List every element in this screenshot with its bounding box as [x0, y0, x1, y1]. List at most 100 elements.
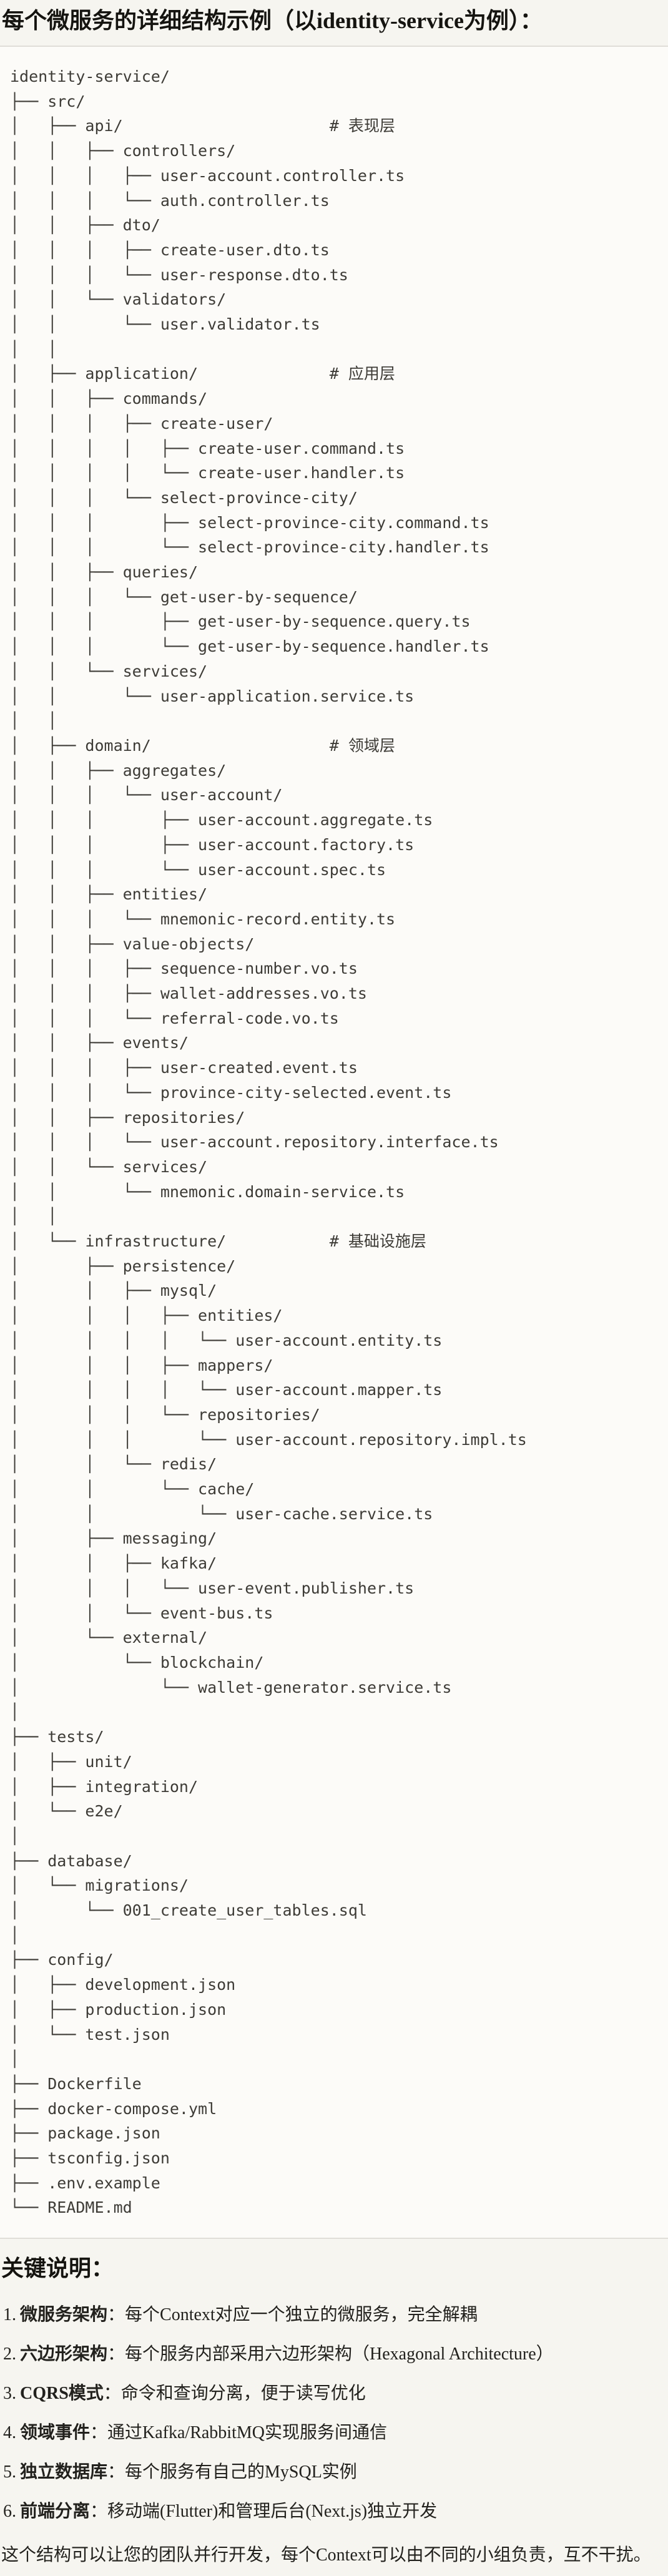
key-notes-heading: 关键说明：: [1, 2256, 114, 2281]
tree-line: │ │ └── cache/: [10, 1480, 255, 1499]
tree-line: │ ├── application/ # 应用层: [10, 365, 395, 383]
tree-line: │ │ │ ├── user-account.factory.ts: [10, 835, 415, 854]
tree-line: │ │ │ ├── user-account.controller.ts: [10, 166, 405, 185]
tree-line: │ │ │ ├── user-created.event.ts: [10, 1059, 358, 1077]
tree-line: │ ├── api/ # 表现层: [10, 117, 395, 135]
tree-line: │ │ │ └── select-province-city/: [10, 488, 358, 507]
tree-line: ├── package.json: [10, 2124, 160, 2143]
list-item-desc: ：每个服务有自己的MySQL实例: [107, 2462, 357, 2482]
tree-line: │ │ │ └── get-user-by-sequence/: [10, 587, 358, 606]
list-item: 4.领域事件：通过Kafka/RabbitMQ实现服务间通信: [3, 2419, 662, 2447]
tree-line: │ │ │ └── user-account.repository.impl.t…: [10, 1430, 527, 1449]
tree-line: │ └── test.json: [10, 2025, 170, 2044]
list-item-number: 1.: [3, 2305, 16, 2325]
tree-line: │ │ ├── commands/: [10, 389, 208, 408]
list-item-number: 4.: [3, 2423, 16, 2443]
tree-line: │ ├── messaging/: [10, 1529, 217, 1548]
tree-line: │ │ │ │ └── user-account.entity.ts: [10, 1331, 443, 1349]
tree-line: │ │: [10, 712, 57, 730]
tree-line: │ │ │ └── referral-code.vo.ts: [10, 1009, 339, 1027]
key-notes-list: 1.微服务架构：每个Context对应一个独立的微服务，完全解耦 2.六边形架构…: [1, 2301, 662, 2525]
tree-line: │ └── e2e/: [10, 1802, 123, 1821]
tree-line: │: [10, 1703, 20, 1721]
key-notes-section: 关键说明： 1.微服务架构：每个Context对应一个独立的微服务，完全解耦 2…: [0, 2254, 668, 2569]
tree-line: │ │ ├── mysql/: [10, 1281, 217, 1300]
tree-line: │ │ └── user-application.service.ts: [10, 687, 415, 705]
tree-line: │ │ ├── events/: [10, 1034, 189, 1052]
list-item: 1.微服务架构：每个Context对应一个独立的微服务，完全解耦: [3, 2301, 662, 2329]
tree-line: │ │ │ └── user-response.dto.ts: [10, 265, 348, 284]
tree-line: ├── config/: [10, 1951, 114, 1969]
tree-line: │ │ │ └── province-city-selected.event.t…: [10, 1083, 452, 1102]
tree-line: │ │ │ ├── entities/: [10, 1306, 283, 1325]
tree-line: │ │ ├── queries/: [10, 563, 199, 582]
tree-line: ├── docker-compose.yml: [10, 2099, 217, 2118]
list-item-number: 5.: [3, 2462, 16, 2482]
tree-line: │ │ │ └── repositories/: [10, 1405, 320, 1424]
tree-line: │ │ │ │ ├── create-user.command.ts: [10, 439, 405, 458]
tree-line: │: [10, 2050, 20, 2069]
list-item-term: 前端分离: [20, 2502, 91, 2522]
closing-paragraph: 这个结构可以让您的团队并行开发，每个Context可以由不同的小组负责，互不干扰…: [1, 2545, 651, 2565]
page-title: 每个微服务的详细结构示例（以identity-service为例）：: [2, 8, 543, 33]
tree-line: │ │ │ │ └── create-user.handler.ts: [10, 464, 405, 482]
directory-tree-code-block: identity-service/├── src/│ ├── api/ # 表现…: [0, 46, 668, 2240]
tree-line: │ │ │ ├── get-user-by-sequence.query.ts: [10, 612, 471, 631]
list-item-desc: ：命令和查询分离，便于读写优化: [103, 2384, 366, 2404]
tree-line: │: [10, 1926, 20, 1944]
tree-line: │ │ │ └── auth.controller.ts: [10, 191, 330, 210]
tree-line: │ │ │ ├── wallet-addresses.vo.ts: [10, 984, 367, 1003]
list-item-term: 独立数据库: [20, 2462, 108, 2482]
list-item: 6.前端分离：移动端(Flutter)和管理后台(Next.js)独立开发: [3, 2498, 662, 2525]
tree-line: │ └── external/: [10, 1628, 208, 1647]
tree-line: │ ├── domain/ # 领域层: [10, 736, 395, 755]
tree-line: │ │ └── services/: [10, 1157, 208, 1176]
tree-line: │ └── blockchain/: [10, 1653, 264, 1672]
tree-line: │ │ └── services/: [10, 662, 208, 680]
list-item-desc: ：每个Context对应一个独立的微服务，完全解耦: [107, 2305, 478, 2325]
list-item-number: 3.: [3, 2384, 16, 2404]
tree-line: ├── tests/: [10, 1728, 104, 1746]
tree-line: │ └── infrastructure/ # 基础设施层: [10, 1232, 426, 1251]
list-item: 5.独立数据库：每个服务有自己的MySQL实例: [3, 2459, 662, 2486]
list-item-desc: ：移动端(Flutter)和管理后台(Next.js)独立开发: [90, 2502, 438, 2522]
tree-line: │ │ │ └── select-province-city.handler.t…: [10, 538, 489, 557]
tree-line: │ └── 001_create_user_tables.sql: [10, 1901, 367, 1920]
tree-line: │ │ │ ├── sequence-number.vo.ts: [10, 959, 358, 978]
list-item-number: 2.: [3, 2344, 16, 2364]
tree-line: │: [10, 1826, 20, 1845]
tree-line: identity-service/: [10, 67, 170, 86]
tree-line: │ ├── unit/: [10, 1752, 132, 1771]
tree-line: │ ├── production.json: [10, 2000, 227, 2019]
tree-line: │ └── wallet-generator.service.ts: [10, 1678, 452, 1697]
page: { "page": { "title": "每个微服务的详细结构示例（以iden…: [0, 6, 668, 2576]
tree-line: │ │ │ │ └── user-account.mapper.ts: [10, 1381, 443, 1399]
list-item-number: 6.: [3, 2502, 16, 2522]
tree-line: │ │ │ ├── create-user/: [10, 414, 273, 433]
tree-line: │ │ └── user.validator.ts: [10, 315, 320, 334]
list-item-term: 六边形架构: [20, 2344, 108, 2364]
tree-line: ├── .env.example: [10, 2173, 160, 2192]
tree-line: ├── database/: [10, 1851, 132, 1870]
tree-line: │ │ └── user-cache.service.ts: [10, 1504, 433, 1523]
tree-line: │ │ ├── entities/: [10, 885, 208, 904]
list-item-term: 领域事件: [20, 2423, 91, 2443]
tree-line: ├── tsconfig.json: [10, 2149, 170, 2168]
tree-line: │ │ ├── dto/: [10, 216, 160, 235]
tree-line: │ │ ├── kafka/: [10, 1554, 217, 1573]
tree-line: │ │ └── redis/: [10, 1455, 217, 1474]
tree-line: │ │ │ └── mnemonic-record.entity.ts: [10, 909, 396, 928]
tree-line: │ ├── integration/: [10, 1777, 199, 1796]
tree-line: │ │ │ ├── mappers/: [10, 1356, 273, 1374]
tree-line: │ │ ├── repositories/: [10, 1108, 245, 1127]
tree-line: │ │ └── event-bus.ts: [10, 1604, 273, 1622]
tree-line: ├── Dockerfile: [10, 2074, 142, 2093]
tree-line: │ │ ├── value-objects/: [10, 934, 255, 953]
tree-line: │ └── migrations/: [10, 1876, 189, 1895]
list-item-term: CQRS模式: [20, 2384, 104, 2404]
tree-line: │ │ └── mnemonic.domain-service.ts: [10, 1182, 405, 1201]
tree-line: │ │ │ └── user-account.spec.ts: [10, 860, 386, 879]
tree-line: │ │ │ └── user-account/: [10, 786, 283, 805]
list-item-desc: ：通过Kafka/RabbitMQ实现服务间通信: [90, 2423, 387, 2443]
list-item-desc: ：每个服务内部采用六边形架构（Hexagonal Architecture）: [107, 2344, 554, 2364]
